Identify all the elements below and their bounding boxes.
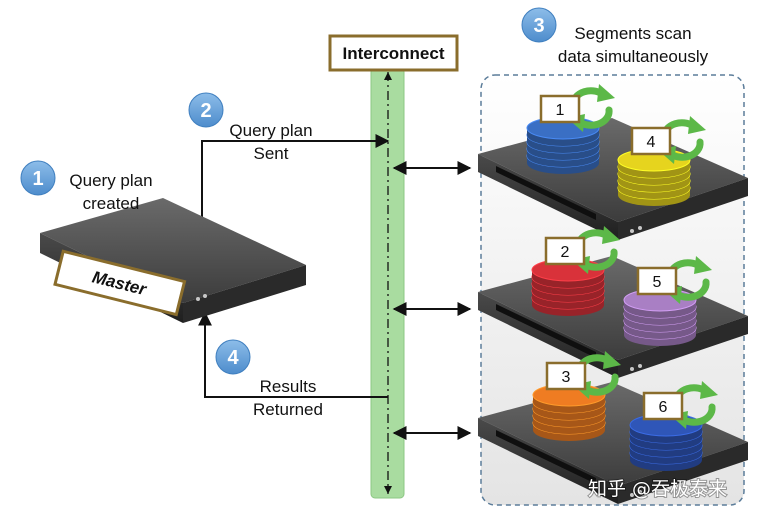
watermark: 知乎 @吞极泰来 (588, 478, 727, 500)
segment-label: 3 (562, 369, 571, 386)
segment-label: 4 (647, 134, 656, 151)
step-circle (521, 7, 557, 43)
segment-1: 1 (526, 84, 615, 174)
segment-label: 5 (653, 274, 662, 291)
query-plan-sent-arrow (201, 134, 390, 232)
step-circle (188, 92, 224, 128)
master-server: Master (40, 198, 306, 323)
segment-3: 3 (532, 351, 621, 441)
segment-2: 2 (531, 226, 620, 316)
segment-label-box (545, 361, 587, 391)
segment-label: 2 (561, 244, 570, 261)
step-label-line: data simultaneously (558, 47, 709, 66)
segment-label-box (636, 266, 678, 296)
step-label-line: created (83, 194, 140, 213)
step-circle (20, 160, 56, 196)
step-label-line: Segments scan (574, 24, 691, 43)
interconnect-bottom-arrow (384, 486, 392, 494)
step-label-line: Results (260, 377, 317, 396)
interconnect-top-arrow (384, 72, 392, 80)
interconnect-label: Interconnect (342, 44, 444, 63)
step-number: 1 (32, 168, 43, 190)
step-label-line: Query plan (229, 121, 312, 140)
segment-label-box (630, 126, 672, 156)
segment-5: 5 (623, 256, 712, 346)
step-label-line: Sent (254, 144, 289, 163)
step-1: 1 Query plan created (20, 160, 153, 213)
step-label-line: Returned (253, 400, 323, 419)
step-number: 4 (227, 347, 239, 369)
segment-label: 1 (556, 102, 565, 119)
segment-label-box (642, 391, 684, 421)
interconnect-label-box: Interconnect (328, 34, 459, 72)
step-number: 3 (533, 15, 544, 37)
segment-4: 4 (617, 116, 706, 206)
step-number: 2 (200, 100, 211, 122)
segment-label-box (544, 236, 586, 266)
results-returned-arrow (198, 311, 388, 398)
segment-6: 6 (629, 381, 718, 471)
step-circle (215, 339, 251, 375)
segment-label-box (539, 94, 581, 124)
step-label-line: Query plan (69, 171, 152, 190)
segment-label: 6 (659, 399, 668, 416)
step-3: 3 Segments scan data simultaneously (521, 7, 709, 66)
master-label-plate (53, 249, 187, 317)
